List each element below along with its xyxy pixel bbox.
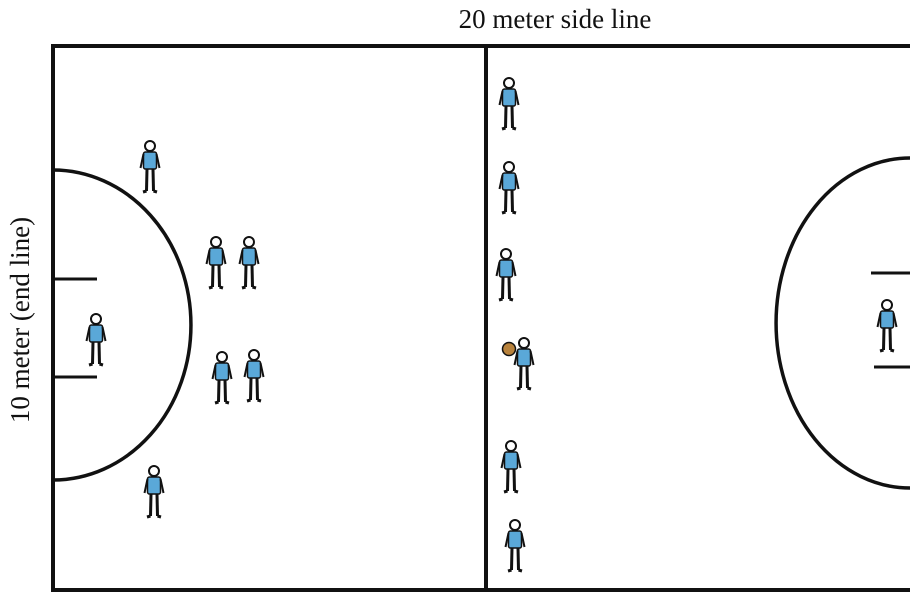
player-figure: [500, 439, 522, 494]
player-figure: [495, 247, 517, 302]
player-figure: [238, 235, 260, 290]
player-figure: [211, 350, 233, 405]
player-figure: [205, 235, 227, 290]
player-figure: [498, 76, 520, 131]
court-boundary: [51, 44, 910, 592]
player-figure: [504, 518, 526, 573]
player-figure: [876, 298, 898, 353]
player-figure: [139, 139, 161, 194]
left-shooting-circle: [52, 168, 193, 482]
player-figure: [498, 160, 520, 215]
player-figure: [143, 464, 165, 519]
right-shooting-circle: [774, 156, 910, 490]
player-figure: [513, 336, 535, 391]
side-line-label: 20 meter side line: [458, 4, 652, 34]
player-figure: [243, 348, 265, 403]
ball: [501, 341, 517, 357]
player-figure: [85, 312, 107, 367]
